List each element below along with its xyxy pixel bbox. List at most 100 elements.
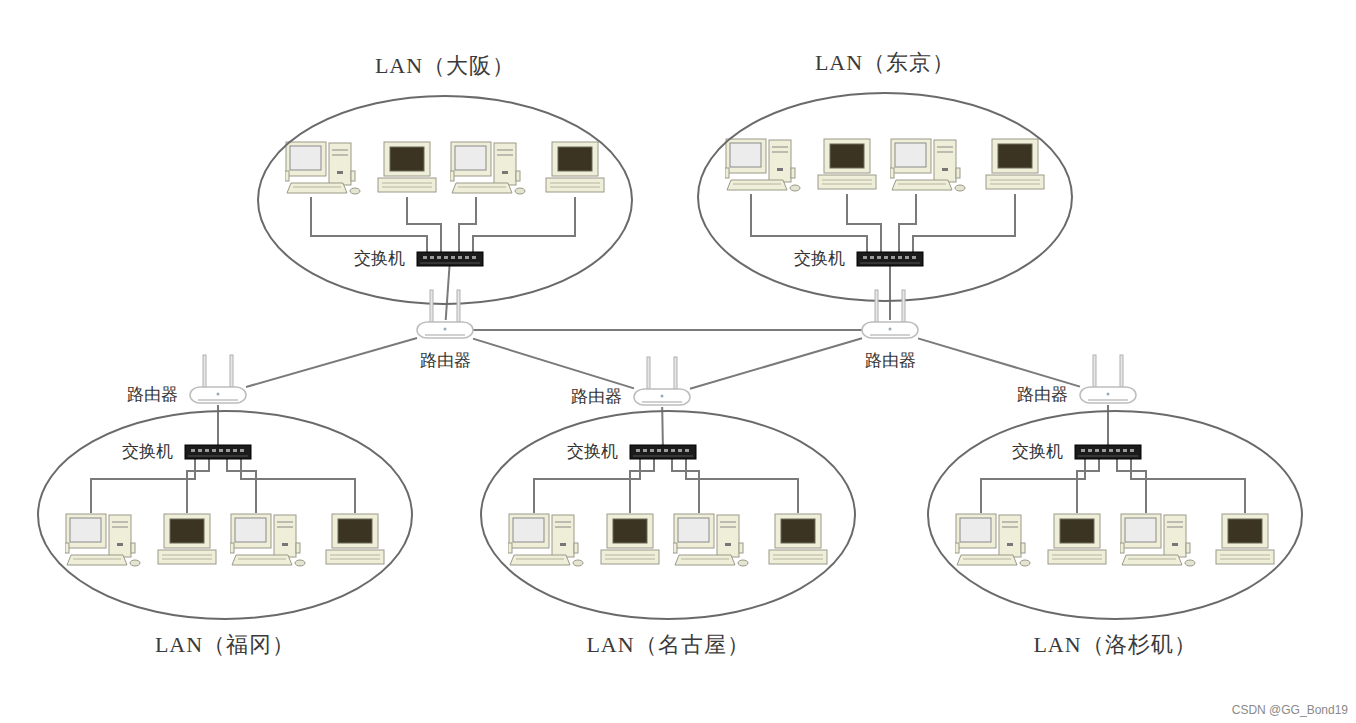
router-label: 路由器: [125, 385, 180, 405]
router-shape: [417, 320, 473, 340]
switch-body: [185, 445, 251, 459]
switch-port: [423, 256, 427, 259]
switch-shape: [1075, 445, 1141, 459]
switch-port: [226, 449, 230, 452]
lan-node: LAN（福冈）交换机: [37, 410, 413, 620]
router-antenna: [875, 290, 878, 322]
lan-outline: [258, 96, 632, 304]
lan-outline: [481, 411, 855, 619]
router-node: 路由器: [190, 385, 246, 405]
router-shape: [634, 387, 690, 407]
switch-port: [451, 256, 455, 259]
terminal-computer: [546, 142, 604, 192]
switch-port: [191, 449, 195, 452]
lan-outline: [698, 93, 1072, 301]
switch-shape: [857, 252, 923, 266]
switch-port: [1081, 449, 1085, 452]
desktop-computer: [230, 514, 305, 566]
network-link: [918, 338, 1080, 386]
lan-wires: [91, 194, 1245, 513]
watermark: CSDN @GG_Bond19: [1232, 703, 1348, 717]
lan-wire: [981, 459, 1085, 513]
lan-wire: [241, 459, 355, 513]
router-base: [642, 401, 682, 403]
lan-wire: [1077, 459, 1099, 513]
switch-port: [678, 449, 682, 452]
router-antenna: [1093, 355, 1096, 387]
switch-port: [912, 256, 916, 259]
lan-outline: [38, 411, 412, 619]
switch-port: [233, 449, 237, 452]
desktop-computer: [955, 514, 1030, 566]
lan-shape: [480, 410, 856, 620]
lan-outline: [928, 411, 1302, 619]
desktop-computer: [725, 139, 800, 191]
switch-shape: [417, 252, 483, 266]
terminal-computer: [158, 514, 216, 564]
switch-port: [870, 256, 874, 259]
switch-node: 交换机: [185, 445, 251, 459]
lan-wire: [534, 459, 640, 513]
desktop-computer: [285, 142, 360, 194]
lan-wire: [630, 459, 654, 513]
router-antenna: [647, 357, 650, 389]
router-body: [862, 322, 918, 338]
switch-port: [198, 449, 202, 452]
lan-wire: [407, 197, 441, 252]
router-body: [1080, 387, 1136, 403]
router-antenna: [203, 355, 206, 387]
network-link: [446, 266, 450, 320]
lan-label: LAN（名古屋）: [584, 632, 751, 658]
lan-label: LAN（福冈）: [153, 632, 297, 658]
network-link: [661, 407, 664, 445]
switch-port: [685, 449, 689, 452]
desktop-computer: [450, 142, 525, 194]
lan-wire: [913, 194, 1015, 252]
terminal-computer: [378, 142, 436, 192]
switch-body: [1075, 445, 1141, 459]
desktop-computer: [890, 139, 965, 191]
switch-label: 交换机: [792, 249, 847, 269]
router-shape: [190, 385, 246, 405]
router-node: 路由器: [417, 320, 473, 340]
switch-edge: [420, 263, 480, 264]
switch-node: 交换机: [1075, 445, 1141, 459]
router-body: [417, 322, 473, 338]
switch-port: [905, 256, 909, 259]
router-antenna: [674, 357, 677, 389]
router-antenna: [902, 290, 905, 322]
lan-wire: [686, 459, 798, 513]
router-node: 路由器: [634, 387, 690, 407]
router-label: 路由器: [863, 351, 918, 371]
router-antenna: [430, 290, 433, 322]
router-label: 路由器: [1015, 385, 1070, 405]
switch-port: [863, 256, 867, 259]
router-body: [634, 389, 690, 405]
switch-port: [444, 256, 448, 259]
network-link: [889, 266, 891, 320]
switch-node: 交换机: [630, 445, 696, 459]
switch-port: [1116, 449, 1120, 452]
terminal-computer: [601, 514, 659, 564]
lan-shape: [697, 92, 1073, 302]
switch-port: [1109, 449, 1113, 452]
switch-port: [884, 256, 888, 259]
network-link: [473, 329, 862, 331]
lan-label: LAN（洛杉矶）: [1031, 632, 1198, 658]
switch-port: [1088, 449, 1092, 452]
router-antenna: [1120, 355, 1123, 387]
switch-port: [212, 449, 216, 452]
switch-body: [630, 445, 696, 459]
router-base: [870, 334, 910, 336]
router-base: [1088, 399, 1128, 401]
switch-edge: [188, 456, 248, 457]
lan-shape: [257, 95, 633, 305]
switch-edge: [860, 263, 920, 264]
router-shape: [862, 320, 918, 340]
switch-port: [671, 449, 675, 452]
switch-shape: [630, 445, 696, 459]
switch-port: [1130, 449, 1134, 452]
router-led: [444, 328, 447, 331]
lan-wire: [473, 197, 575, 252]
